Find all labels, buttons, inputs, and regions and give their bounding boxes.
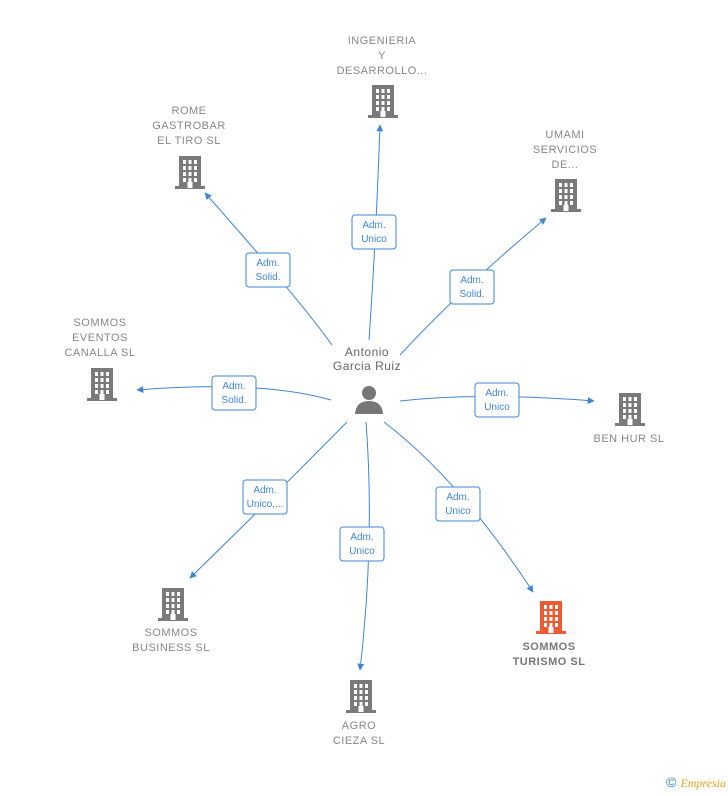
company-label-sommos-eventos[interactable]: SOMMOS [73,317,126,329]
role-text: Unico,... [247,499,284,510]
company-label-rome[interactable]: ROME [172,105,207,117]
company-label-agro-cieza[interactable]: AGRO [342,720,376,732]
company-label-umami[interactable]: SERVICIOS [533,144,597,156]
building-icon-umami[interactable] [551,179,581,212]
role-badge-ben-hur[interactable]: Adm. Unico [474,382,520,418]
company-label-sommos-turismo[interactable]: TURISMO SL [513,656,586,668]
role-text: Unico [349,546,375,557]
role-badge-sommos-eventos[interactable]: Adm. Solid. [211,375,257,411]
role-text: Adm. [362,220,385,231]
role-text: Unico [484,402,510,413]
role-badge-agro-cieza[interactable]: Adm. Unico [339,526,385,562]
person-icon[interactable] [355,386,383,414]
company-label-rome[interactable]: EL TIRO SL [157,135,221,147]
role-text: Adm. [222,381,245,392]
role-text: Adm. [460,275,483,286]
building-icon-rome[interactable] [175,156,205,189]
copyright-icon: © [666,774,677,790]
person-name: Antonio [345,345,389,359]
company-label-ben-hur[interactable]: BEN HUR SL [593,433,664,445]
company-label-ingenieria[interactable]: Y [378,50,386,62]
building-icon-sommos-business[interactable] [158,588,188,621]
role-text: Adm. [485,388,508,399]
company-label-sommos-turismo[interactable]: SOMMOS [522,641,575,653]
role-badge-rome[interactable]: Adm. Solid. [245,252,291,288]
company-label-rome[interactable]: GASTROBAR [152,120,226,132]
role-text: Adm. [256,258,279,269]
role-badge-umami[interactable]: Adm. Solid. [449,269,495,305]
brand-footer: ©Empresia [666,774,726,791]
role-badge-sommos-turismo[interactable]: Adm. Unico [435,486,481,522]
company-label-ingenieria[interactable]: INGENIERIA [348,35,417,47]
building-icon-sommos-eventos[interactable] [87,368,117,401]
company-label-ingenieria[interactable]: DESARROLLO... [337,65,428,77]
role-badge-sommos-business[interactable]: Adm. Unico,... [242,479,288,515]
company-label-umami[interactable]: UMAMI [545,129,584,141]
nodes: INGENIERIA Y DESARROLLO... ROME GASTROBAR EL … [64,35,664,747]
role-text: Solid. [459,289,484,300]
building-icon-agro-cieza[interactable] [346,680,376,713]
role-text: Adm. [350,532,373,543]
role-text: Adm. [446,492,469,503]
role-text: Solid. [255,272,280,283]
brand-name: Empresia [680,776,726,790]
role-text: Unico [445,506,471,517]
role-text: Adm. [253,485,276,496]
company-label-sommos-business[interactable]: BUSINESS SL [132,642,210,654]
edges: Adm.UnicoAdm.Solid.Adm.Solid.Adm.Solid.A… [136,124,595,671]
building-icon-ingenieria[interactable] [368,85,398,118]
role-text: Solid. [221,395,246,406]
building-icon-sommos-turismo[interactable] [536,601,566,634]
company-label-umami[interactable]: DE... [552,159,579,171]
person-name: Garcia Ruiz [333,359,401,373]
company-label-sommos-business[interactable]: SOMMOS [144,627,197,639]
role-badge-ingenieria[interactable]: Adm. Unico [351,214,397,250]
company-label-sommos-eventos[interactable]: EVENTOS [72,332,128,344]
company-label-agro-cieza[interactable]: CIEZA SL [333,735,385,747]
role-text: Unico [361,234,387,245]
company-label-sommos-eventos[interactable]: CANALLA SL [64,347,135,359]
building-icon-ben-hur[interactable] [615,393,645,426]
